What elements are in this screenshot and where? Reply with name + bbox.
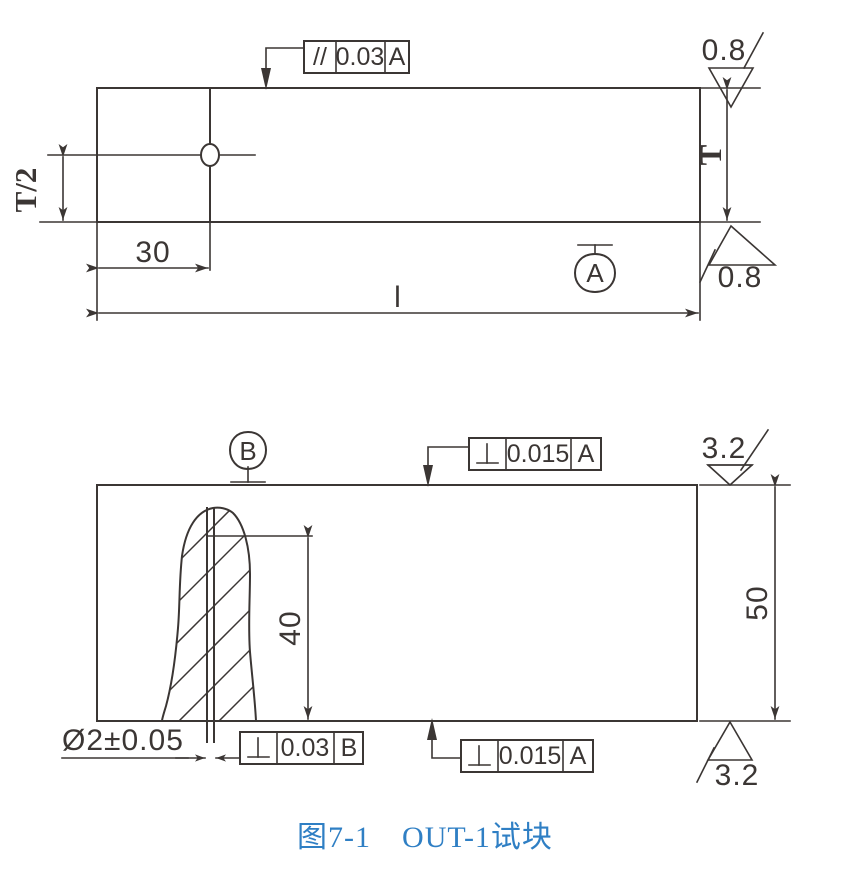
surface-finish-value-4: 3.2 xyxy=(715,759,760,792)
surface-finish-tail-4 xyxy=(695,746,716,784)
fcf-perpendicularity-bottom-center: 0.015 A xyxy=(427,718,594,773)
datum-feature-A: A xyxy=(573,244,617,294)
fcf-leader-arrow-2 xyxy=(423,465,433,487)
plan-view-outline xyxy=(96,484,698,722)
surface-finish-value-3: 3.2 xyxy=(702,432,747,465)
fcf-perpendicularity-bottom-left: 0.03 B xyxy=(239,731,364,765)
fcf-datum-3: B xyxy=(341,734,358,762)
fcf-tolerance-3: 0.03 xyxy=(281,734,330,762)
fcf-parallelism-top: // 0.03 A xyxy=(261,40,410,90)
fcf-leader-line-4 xyxy=(431,739,463,759)
perpendicularity-icon-3 xyxy=(247,737,270,758)
surface-finish-bottom-right: 0.8 xyxy=(698,224,778,294)
surface-finish-tail-2 xyxy=(698,248,717,284)
surface-finish-value-1: 0.8 xyxy=(702,34,747,67)
dim-diameter-group: Ø2±0.05 xyxy=(61,724,245,762)
dim-label-diameter: Ø2±0.05 xyxy=(62,724,184,757)
surface-finish-plan-top-right: 3.2 xyxy=(702,428,770,487)
dim-label-30: 30 xyxy=(135,236,170,269)
fcf-perpendicularity-top: 0.015 A xyxy=(423,437,602,487)
datum-B-letter: B xyxy=(239,436,256,466)
fcf-box-1 xyxy=(303,40,410,74)
fcf-box-4 xyxy=(460,739,594,773)
datum-feature-B: B xyxy=(228,430,268,483)
center-hole-icon xyxy=(200,143,220,167)
figure-caption: 图7-1 OUT-1试块 xyxy=(297,821,553,854)
surface-finish-tail-3 xyxy=(739,428,770,472)
dim-label-T: T xyxy=(693,144,728,165)
dim-label-l: l xyxy=(394,281,402,314)
surface-finish-triangle-icon-3 xyxy=(705,464,755,487)
side-view-group: 30 l T T/2 // 0.03 A 0.8 xyxy=(8,31,778,321)
fcf-box-3 xyxy=(239,731,364,765)
surface-finish-plan-bottom-right: 3.2 xyxy=(695,720,760,792)
fcf-datum-2: A xyxy=(578,440,595,468)
fcf-tolerance-1: 0.03 xyxy=(336,43,385,71)
fcf-datum-4: A xyxy=(570,742,587,770)
surface-finish-tail-1 xyxy=(742,31,765,70)
dim-label-50: 50 xyxy=(741,585,774,620)
perpendicularity-icon-2 xyxy=(476,443,499,464)
fcf-tolerance-4: 0.015 xyxy=(499,742,562,770)
notch-section-group xyxy=(160,506,258,743)
fcf-box-2 xyxy=(468,437,602,471)
surface-finish-triangle-icon-4 xyxy=(706,720,754,761)
fcf-leader-line-2 xyxy=(427,446,471,466)
surface-finish-top-right: 0.8 xyxy=(702,31,765,109)
dim-label-T-half: T/2 xyxy=(8,168,43,213)
parallelism-icon: // xyxy=(313,43,327,71)
dim-label-40: 40 xyxy=(274,610,307,645)
plan-view-group: 40 50 Ø2±0.05 0.015 A xyxy=(61,428,791,792)
datum-A-letter: A xyxy=(586,258,604,288)
fcf-leader-arrow-4 xyxy=(427,718,437,740)
surface-finish-triangle-icon-2 xyxy=(707,224,778,266)
fcf-leader-arrow-1 xyxy=(261,68,271,90)
fcf-leader-line-1 xyxy=(265,47,306,69)
fcf-datum-1: A xyxy=(389,43,406,71)
surface-finish-triangle-icon-1 xyxy=(707,67,755,109)
perpendicularity-icon-4 xyxy=(468,745,491,766)
datum-A-circle-icon xyxy=(573,252,617,294)
fcf-tolerance-2: 0.015 xyxy=(507,440,570,468)
surface-finish-value-2: 0.8 xyxy=(718,261,763,294)
notch-section-outline xyxy=(160,506,258,722)
